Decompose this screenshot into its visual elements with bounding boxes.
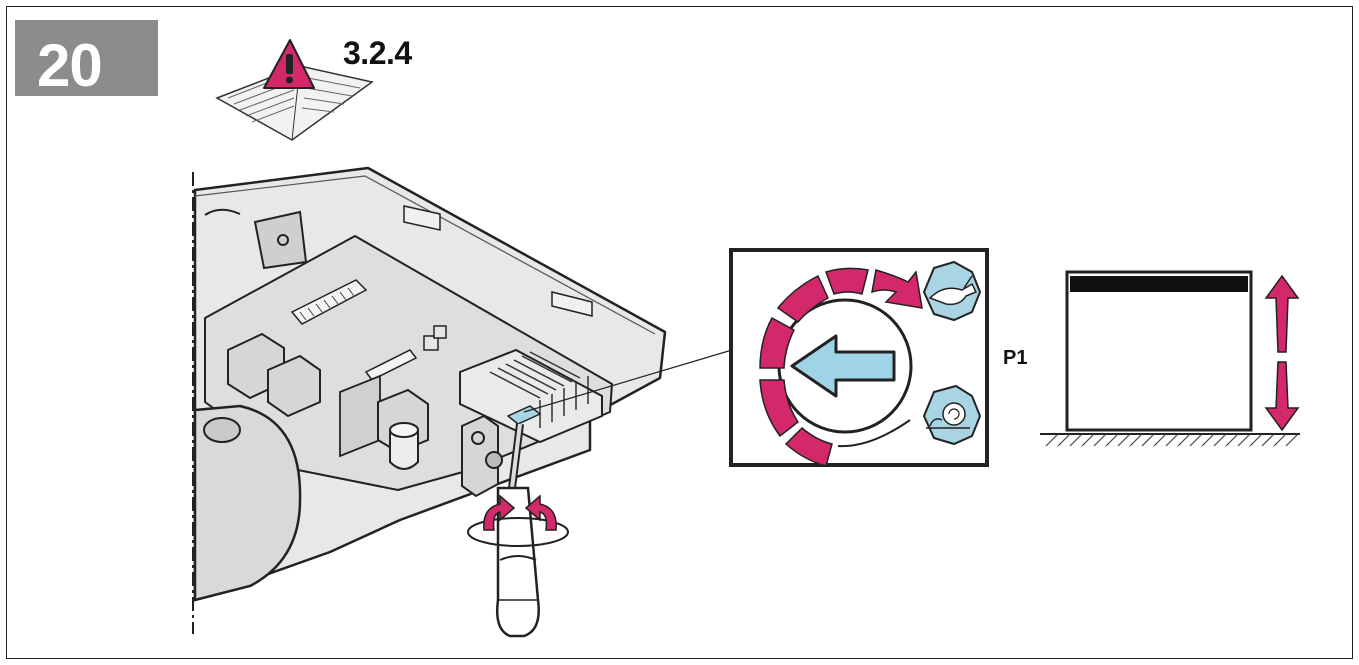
potentiometer-callout (729, 248, 989, 467)
step-number: 20 (37, 32, 103, 99)
manual-warning-icon (215, 39, 374, 141)
gate-symbol (1040, 270, 1300, 447)
hare-fast-icon (922, 260, 982, 322)
speed-scale-icon (759, 267, 923, 467)
step-number-box: 20 (15, 20, 158, 96)
rotation-arrows-icon (467, 494, 569, 547)
up-down-arrow-icon (1264, 274, 1300, 432)
screwdriver (496, 423, 540, 638)
manual-section-reference: 3.2.4 (343, 35, 412, 71)
snail-slow-icon (922, 384, 982, 446)
arrow-left-icon (790, 334, 896, 398)
potentiometer-label: P1 (1003, 347, 1028, 369)
callout-leader-line (523, 349, 733, 413)
control-board (193, 166, 667, 602)
